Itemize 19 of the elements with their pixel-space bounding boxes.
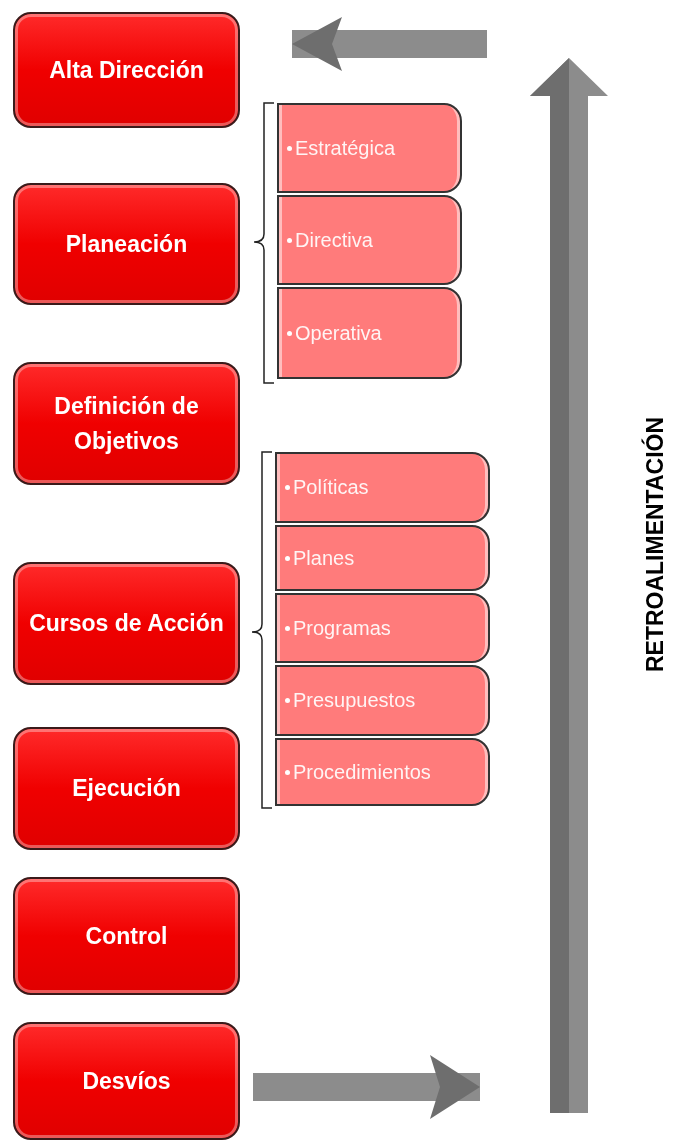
list-item: Procedimientos bbox=[293, 760, 431, 784]
process-box: Cursos de Acción bbox=[13, 562, 240, 685]
list-item: Programas bbox=[293, 616, 391, 640]
list-item: Directiva bbox=[295, 228, 373, 252]
list-item: Estratégica bbox=[295, 136, 396, 160]
side-label: RETROALIMENTACIÓN bbox=[641, 415, 669, 675]
list-item: Políticas bbox=[293, 476, 369, 499]
process-box: Alta Dirección bbox=[13, 12, 240, 128]
process-box: Definición de Objetivos bbox=[13, 362, 240, 485]
list-item: Planes bbox=[293, 546, 355, 570]
feedback-arrow bbox=[530, 58, 608, 1113]
process-box: Ejecución bbox=[13, 727, 240, 850]
block-arrow bbox=[292, 17, 487, 71]
process-box: Desvíos bbox=[13, 1022, 240, 1140]
list-item: Operativa bbox=[295, 321, 382, 345]
block-arrow bbox=[253, 1055, 480, 1119]
list-item: Presupuestos bbox=[293, 689, 416, 712]
process-box: Control bbox=[13, 877, 240, 995]
process-box: Planeación bbox=[13, 183, 240, 305]
